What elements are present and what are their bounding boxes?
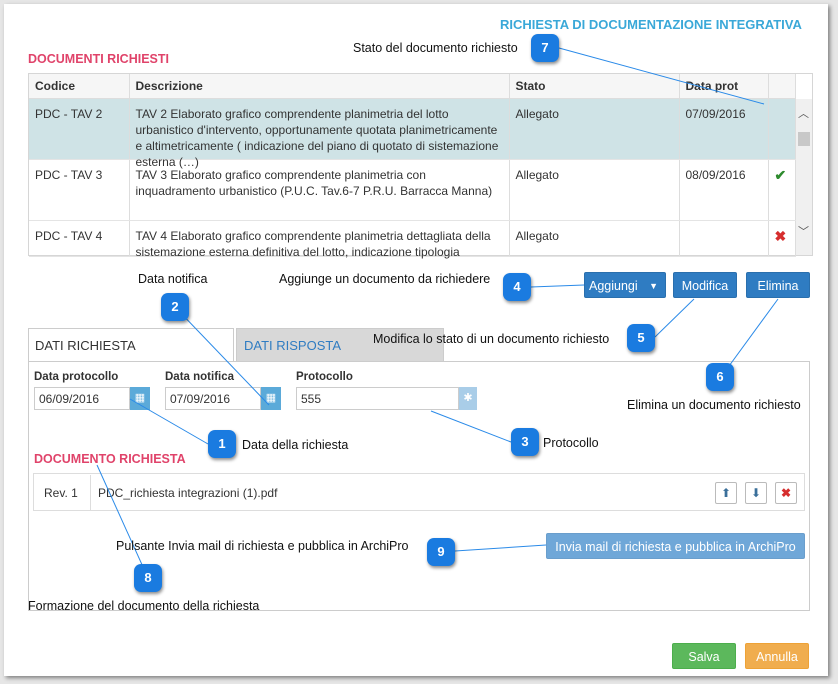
- cell-data-prot: 07/09/2016: [679, 98, 769, 160]
- data-notifica-field[interactable]: [165, 387, 261, 410]
- cell-data-prot: 08/09/2016: [679, 159, 769, 221]
- callout-text-9: Pulsante Invia mail di richiesta e pubbl…: [116, 539, 409, 553]
- cell-stato: Allegato: [509, 159, 680, 221]
- callout-badge-8: 8: [134, 564, 162, 592]
- scroll-thumb[interactable]: [798, 132, 810, 146]
- invia-mail-button[interactable]: Invia mail di richiesta e pubblica in Ar…: [546, 533, 805, 559]
- callout-badge-5: 5: [627, 324, 655, 352]
- gear-icon[interactable]: ✱: [459, 387, 477, 410]
- scroll-up-icon[interactable]: ︿: [798, 108, 809, 120]
- callout-line-9: [454, 544, 547, 552]
- table-row[interactable]: PDC - TAV 2 TAV 2 Elaborato grafico comp…: [29, 98, 796, 169]
- data-protocollo-label: Data protocollo: [34, 371, 119, 383]
- documento-file-row: Rev. 1 PDC_richiesta integrazioni (1).pd…: [33, 473, 805, 511]
- calendar-icon[interactable]: ▦: [130, 387, 150, 410]
- callout-badge-3: 3: [511, 428, 539, 456]
- callout-badge-7: 7: [531, 34, 559, 62]
- aggiungi-button[interactable]: Aggiungi ▼: [584, 272, 666, 298]
- documenti-section-title: DOCUMENTI RICHIESTI: [28, 52, 169, 66]
- page-title: RICHIESTA DI DOCUMENTAZIONE INTEGRATIVA: [500, 17, 802, 32]
- documenti-table: Codice Descrizione Stato Data prot PDC -…: [28, 73, 813, 259]
- upload-icon[interactable]: ⬆: [715, 482, 737, 504]
- caret-down-icon: ▼: [649, 281, 658, 291]
- column-header-descrizione[interactable]: Descrizione: [129, 74, 510, 99]
- cell-descrizione-text: TAV 3 Elaborato grafico comprendente pla…: [135, 168, 493, 198]
- cell-codice: PDC - TAV 4: [29, 220, 130, 257]
- callout-line-3: [430, 410, 512, 443]
- cell-stato: Allegato: [509, 220, 680, 257]
- cell-codice: PDC - TAV 2: [29, 98, 130, 160]
- callout-text-7: Stato del documento richiesto: [353, 41, 518, 55]
- callout-text-4: Aggiunge un documento da richiedere: [279, 272, 491, 286]
- cross-icon: ✖: [774, 228, 787, 244]
- callout-line-5: [654, 298, 695, 338]
- aggiungi-label: Aggiungi: [589, 279, 638, 293]
- documento-richiesta-title: DOCUMENTO RICHIESTA: [34, 452, 186, 466]
- annulla-button[interactable]: Annulla: [745, 643, 809, 669]
- data-protocollo-field[interactable]: [34, 387, 130, 410]
- table-row[interactable]: PDC - TAV 3 TAV 3 Elaborato grafico comp…: [29, 159, 796, 221]
- cell-stato: Allegato: [509, 98, 680, 160]
- check-icon: ✔: [774, 167, 787, 183]
- separator: [90, 475, 91, 510]
- column-header-codice[interactable]: Codice: [29, 74, 130, 99]
- protocollo-label: Protocollo: [296, 371, 353, 383]
- callout-badge-2: 2: [161, 293, 189, 321]
- column-header-status: [768, 74, 796, 99]
- callout-badge-4: 4: [503, 273, 531, 301]
- callout-text-5: Modifica lo stato di un documento richie…: [373, 332, 610, 346]
- tab-dati-risposta[interactable]: DATI RISPOSTA: [236, 328, 444, 362]
- cell-descrizione: TAV 4 Elaborato grafico comprendente pla…: [129, 220, 510, 259]
- dati-richiesta-panel: [28, 361, 810, 611]
- callout-badge-9: 9: [427, 538, 455, 566]
- calendar-icon[interactable]: ▦: [261, 387, 281, 410]
- cell-status: ✔: [768, 159, 796, 221]
- cell-status: ✖: [768, 220, 796, 257]
- download-icon[interactable]: ⬇: [745, 482, 767, 504]
- table-header-row: Codice Descrizione Stato Data prot: [29, 74, 796, 99]
- callout-line-8: [96, 464, 149, 579]
- tab-dati-richiesta[interactable]: DATI RICHIESTA: [28, 328, 234, 362]
- callout-text-1: Data della richiesta: [242, 438, 349, 452]
- salva-button[interactable]: Salva: [672, 643, 736, 669]
- table-row[interactable]: PDC - TAV 4 TAV 4 Elaborato grafico comp…: [29, 220, 796, 259]
- cell-descrizione: TAV 2 Elaborato grafico comprendente pla…: [129, 98, 510, 169]
- data-notifica-label: Data notifica: [165, 371, 235, 383]
- callout-text-2: Data notifica: [138, 272, 208, 286]
- callout-badge-1: 1: [208, 430, 236, 458]
- cell-descrizione-text: TAV 2 Elaborato grafico comprendente pla…: [135, 107, 499, 169]
- protocollo-field[interactable]: [296, 387, 459, 410]
- column-header-data-prot[interactable]: Data prot: [679, 74, 769, 99]
- modifica-button[interactable]: Modifica: [673, 272, 737, 298]
- revision-label: Rev. 1: [44, 486, 78, 500]
- table-scrollbar[interactable]: ︿ ﹀: [796, 99, 812, 255]
- callout-text-6: Elimina un documento richiesto: [627, 398, 801, 412]
- callout-text-3: Protocollo: [543, 436, 599, 450]
- cell-descrizione-text: TAV 4 Elaborato grafico comprendente pla…: [135, 229, 491, 259]
- file-name[interactable]: PDC_richiesta integrazioni (1).pdf: [98, 486, 278, 500]
- callout-line-4: [530, 284, 585, 288]
- cell-data-prot: [679, 220, 769, 257]
- column-header-stato[interactable]: Stato: [509, 74, 680, 99]
- callout-line-7: [558, 47, 765, 105]
- callout-text-8: Formazione del documento della richiesta: [28, 599, 260, 613]
- callout-badge-6: 6: [706, 363, 734, 391]
- delete-icon[interactable]: ✖: [775, 482, 797, 504]
- scroll-down-icon[interactable]: ﹀: [798, 226, 809, 238]
- callout-line-2: [175, 307, 270, 406]
- cell-status: [768, 98, 796, 160]
- cell-descrizione: TAV 3 Elaborato grafico comprendente pla…: [129, 159, 510, 221]
- elimina-button[interactable]: Elimina: [746, 272, 810, 298]
- cell-codice: PDC - TAV 3: [29, 159, 130, 221]
- callout-line-1: [129, 398, 209, 445]
